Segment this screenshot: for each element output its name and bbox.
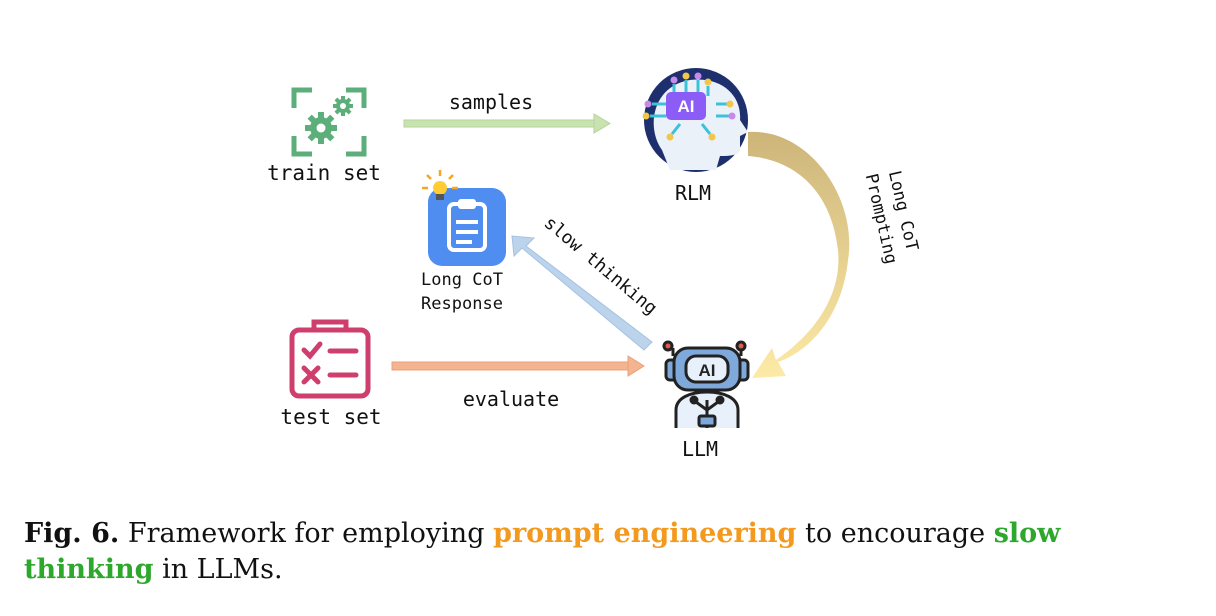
caption-text-after: in LLMs. bbox=[162, 554, 283, 585]
evaluate-label: evaluate bbox=[463, 387, 559, 411]
long-cot-prompting-arrow bbox=[748, 131, 850, 378]
llm-label: LLM bbox=[682, 437, 718, 461]
rlm-label: RLM bbox=[675, 181, 711, 205]
large-gear-icon bbox=[305, 112, 337, 144]
small-gear-icon bbox=[333, 96, 353, 116]
slow-thinking-arrow bbox=[511, 235, 653, 351]
rlm-ai-badge: AI bbox=[678, 97, 695, 116]
long-cot-response-icon bbox=[428, 188, 506, 266]
train-set-label: train set bbox=[267, 161, 381, 185]
figure-caption: Fig. 6. Framework for employing prompt e… bbox=[24, 516, 1194, 588]
test-set-label: test set bbox=[280, 405, 381, 429]
samples-label: samples bbox=[449, 90, 533, 114]
caption-text-before: Framework for employing bbox=[127, 518, 485, 549]
evaluate-arrow bbox=[391, 355, 645, 377]
test-set-icon bbox=[289, 319, 371, 399]
rlm-brain-icon: AI bbox=[642, 68, 748, 172]
llm-robot-icon: AI bbox=[662, 340, 750, 428]
caption-highlight-prompt-engineering: prompt engineering bbox=[493, 518, 797, 549]
long-cot-response-label-line2: Response bbox=[421, 294, 503, 314]
figure-label: Fig. 6. bbox=[24, 518, 120, 549]
llm-ai-badge: AI bbox=[699, 361, 716, 380]
train-set-icon bbox=[291, 87, 367, 157]
lightbulb-icon bbox=[422, 170, 458, 200]
caption-text-middle: to encourage bbox=[805, 518, 986, 549]
caption-highlight-slow-thinking: slow thinking bbox=[24, 518, 1061, 585]
long-cot-response-label-line1: Long CoT bbox=[421, 270, 503, 290]
samples-arrow bbox=[403, 113, 611, 134]
